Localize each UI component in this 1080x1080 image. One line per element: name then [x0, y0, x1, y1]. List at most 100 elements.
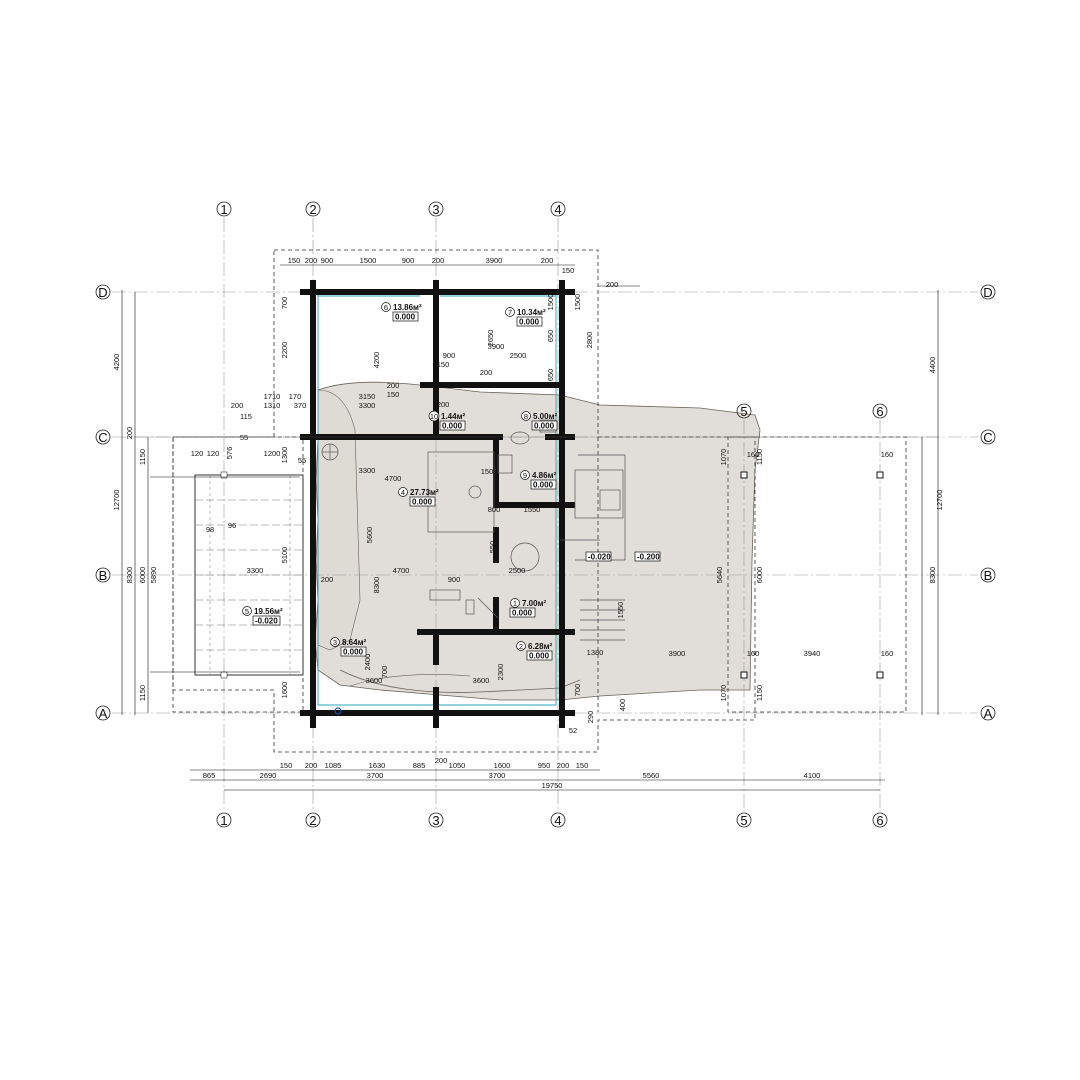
dim-int-20: 1310: [264, 401, 281, 410]
dim-int-27: 3300: [359, 466, 376, 475]
level-mark-terrace: -0.200: [637, 553, 660, 562]
room-7-number: 7: [508, 308, 512, 317]
dim-int-14: 200: [387, 381, 400, 390]
dim-int-4: 3900: [488, 342, 505, 351]
axis-label-d-right: D: [983, 285, 992, 300]
dim-int-61: 200: [231, 401, 244, 410]
dim-b1-1: 200: [305, 761, 318, 770]
dim-top-8: 150: [562, 266, 575, 275]
dim-int-39: 550: [488, 541, 497, 554]
dim-int-16: 3150: [359, 392, 376, 401]
axis-labels: 1 2 3 4 5 6 1 2 3 4 5 6 D C B A D C B A: [98, 202, 992, 828]
dim-top-5: 200: [432, 256, 445, 265]
dim-int-45: 160: [747, 450, 760, 459]
dim-bottom-total: 19750: [542, 781, 563, 790]
dim-int-31: 5100: [280, 547, 289, 564]
dim-int-22: 370: [294, 401, 307, 410]
axis-label-3-bottom: 3: [432, 813, 439, 828]
dim-left-1: 200: [125, 427, 134, 440]
dim-top-7: 200: [541, 256, 554, 265]
room-8-number: 8: [524, 412, 528, 421]
room-tag-9: 9 4.86м² 0.000: [520, 470, 556, 490]
dim-int-41: 3900: [669, 649, 686, 658]
room-9-level: 0.000: [533, 481, 554, 490]
dim-int-66: 700: [573, 684, 582, 697]
dim-right-1: 8300: [928, 567, 937, 584]
fixtures: [321, 419, 626, 715]
annex-shading: [314, 381, 761, 701]
dim-int-1: 2200: [280, 342, 289, 359]
room-8-area: 5.00м²: [533, 412, 557, 421]
dim-int-50: 1600: [280, 682, 289, 699]
dim-int-62: 150: [481, 467, 494, 476]
room-7-area: 10.34м²: [517, 308, 546, 317]
room-2-area: 6.28м²: [528, 642, 552, 651]
dim-int-30: 8300: [372, 577, 381, 594]
dim-int-59: 96: [228, 521, 236, 530]
room-1-level: 0.000: [512, 609, 533, 618]
room-2-number: 2: [519, 642, 523, 651]
dim-right-total: 12700: [935, 490, 944, 511]
terrace-deck: [194, 471, 304, 679]
room-tag-4: 4 27.73м² 0.000: [398, 487, 439, 507]
room-tags: 6 13.86м² 0.000 7 10.34м² 0.000 10 1.44м…: [242, 302, 557, 661]
dim-int-36: 2500: [509, 566, 526, 575]
dim-b2-0: 865: [203, 771, 216, 780]
axis-label-1-top: 1: [220, 202, 227, 217]
dim-right-inner-4: 1070: [719, 685, 728, 702]
dim-int-24: 55: [240, 433, 248, 442]
dim-right-inner-3: 1070: [719, 449, 728, 466]
axis-label-6-top: 6: [876, 404, 883, 419]
dim-int-54: 1550: [616, 602, 625, 619]
axis-label-5-bottom: 5: [740, 813, 747, 828]
dim-int-37: 1550: [524, 505, 541, 514]
room-tag-8: 8 5.00м² 0.000: [521, 411, 557, 431]
dim-int-26: 1300: [280, 447, 289, 464]
dim-int-23: 115: [240, 412, 252, 421]
dim-left-3: 8300: [125, 567, 134, 584]
dim-int-11: 900: [443, 351, 456, 360]
dimension-lines: [121, 264, 939, 791]
dim-right-inner-0: 1150: [755, 449, 764, 465]
dim-left-0: 4200: [112, 354, 121, 371]
room-10-number: 10: [430, 412, 438, 421]
dim-int-63: 400: [618, 699, 627, 712]
room-4-level: 0.000: [412, 498, 433, 507]
level-marks: -0.020 -0.200: [585, 551, 661, 562]
room-10-level: 0.000: [442, 422, 463, 431]
dim-int-58: 98: [206, 525, 214, 534]
wall-log-ends: [300, 280, 575, 728]
dim-int-38: 800: [488, 505, 501, 514]
room-tag-3: 3 8.64м² 0.000: [330, 637, 366, 657]
dim-b1-0: 150: [280, 761, 293, 770]
dim-int-13: 200: [480, 368, 493, 377]
dim-int-35: 900: [448, 575, 461, 584]
axis-label-c-left: C: [98, 430, 107, 445]
dim-int-40: 5640: [715, 567, 724, 584]
dim-b1-7: 950: [538, 761, 551, 770]
room-3-number: 3: [333, 638, 337, 647]
axis-label-a-left: A: [99, 706, 108, 721]
dim-left-inner-0: 6000: [138, 567, 147, 584]
room-4-number: 4: [401, 488, 405, 497]
axis-label-1-bottom: 1: [220, 813, 227, 828]
room-8-level: 0.000: [534, 422, 555, 431]
dim-b1-5: 1050: [449, 761, 466, 770]
dim-top-0: 150: [288, 256, 301, 265]
dim-right-inner-2: 1150: [755, 685, 764, 701]
room-tag-5: 5 19.56м² -0.020: [242, 606, 283, 626]
dim-int-2: 4200: [372, 352, 381, 369]
room-3-area: 8.64м²: [342, 638, 366, 647]
dim-top-4: 900: [402, 256, 415, 265]
dim-right-inner-1: 6000: [755, 567, 764, 584]
interior-dimension-texts: 700 2200 4200 2650 3900 2500 1500 650 65…: [191, 294, 894, 765]
dim-int-60: 576: [225, 447, 234, 460]
room-tag-1: 1 7.00м² 0.000: [509, 598, 546, 618]
dim-left-4: 1150: [138, 685, 147, 701]
dim-int-67: 200: [435, 756, 448, 765]
dim-int-10: 2800: [585, 332, 594, 349]
axis-label-2-top: 2: [309, 202, 316, 217]
dim-int-19: 1710: [264, 392, 281, 401]
dim-b1-6: 1600: [494, 761, 511, 770]
axis-label-c-right: C: [983, 430, 992, 445]
